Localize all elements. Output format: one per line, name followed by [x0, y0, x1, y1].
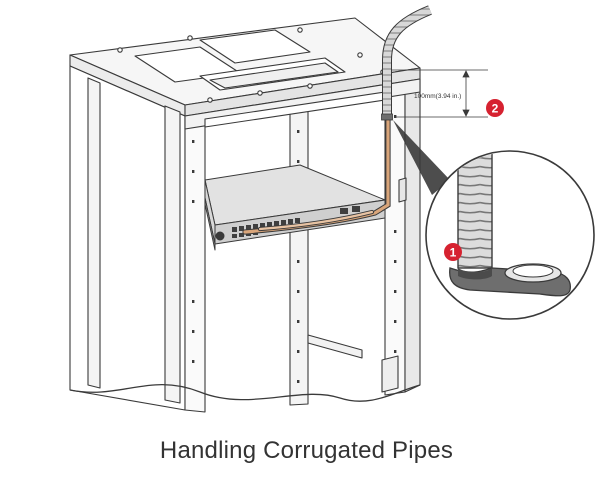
cabinet-cutaway-edge [69, 384, 421, 402]
callout-2: 2 [486, 99, 504, 117]
cable-bundle [242, 115, 391, 235]
figure-caption: Handling Corrugated Pipes [159, 437, 454, 464]
magnifier-detail [393, 120, 595, 320]
side-latch [398, 177, 407, 203]
front-left-post [184, 115, 206, 413]
callout-1-number: 1 [450, 246, 457, 260]
rear-post-left [289, 101, 309, 406]
pipe-end-tape [381, 113, 393, 121]
right-bracket [381, 355, 399, 393]
callout-2-number: 2 [492, 102, 499, 116]
magnified-pipe [457, 152, 493, 269]
magnifier-leader [393, 120, 450, 195]
lid-plate-right [199, 29, 311, 64]
dimension-marker [392, 69, 488, 118]
callout-1: 1 [444, 243, 462, 261]
right-side-edge [404, 78, 421, 393]
device-power-socket [215, 231, 225, 241]
corrugated-pipe [381, 5, 432, 121]
dimension-label: 100mm(3.94 in.) [414, 93, 461, 100]
cabinet [69, 17, 421, 413]
bottom-crossbar [307, 334, 363, 359]
